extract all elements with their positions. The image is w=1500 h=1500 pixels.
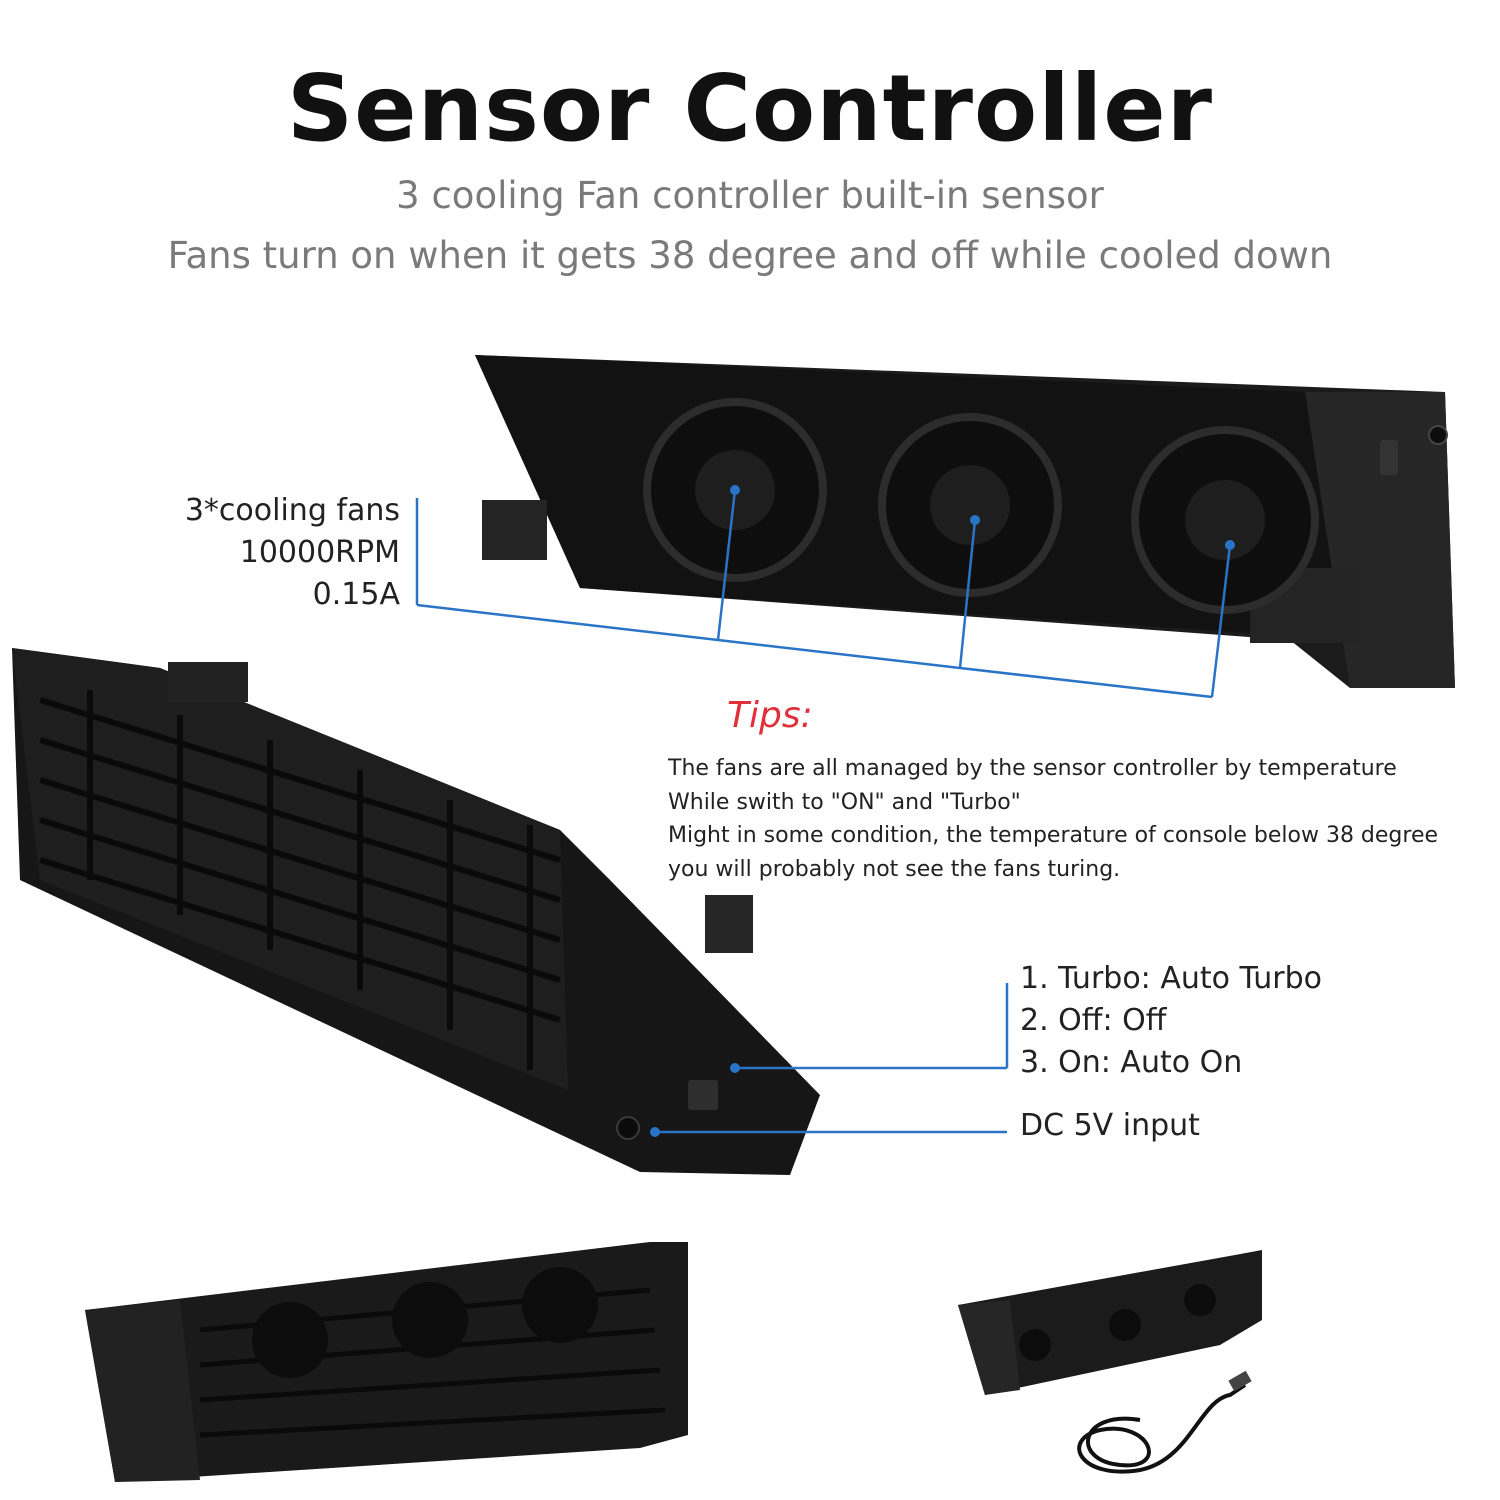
fan-unit-with-cable xyxy=(958,1250,1262,1474)
mode-on: 3. On: Auto On xyxy=(1020,1045,1243,1080)
fan-unit-front-view xyxy=(12,648,820,1175)
fan-3-icon xyxy=(1131,426,1319,614)
tips-heading: Tips: xyxy=(727,695,813,736)
usb-cable-icon xyxy=(1077,1383,1247,1474)
tips-line-1: The fans are all managed by the sensor c… xyxy=(668,756,1397,781)
power-input-callout: DC 5V input xyxy=(1020,1108,1200,1143)
fans-callout-line-1: 3*cooling fans xyxy=(184,493,400,528)
subtitle-2: Fans turn on when it gets 38 degree and … xyxy=(167,234,1333,277)
mode-turbo: 1. Turbo: Auto Turbo xyxy=(1020,961,1323,996)
tips-line-2: While swith to "ON" and "Turbo" xyxy=(668,789,1021,815)
subtitle-1: 3 cooling Fan controller built-in sensor xyxy=(396,174,1104,217)
switch-modes-callout: 1. Turbo: Auto Turbo 2. Off: Off 3. On: … xyxy=(1020,958,1322,1084)
fans-callout-line-3: 0.15A xyxy=(312,577,400,612)
page-title: Sensor Controller xyxy=(286,55,1214,162)
fan-2-icon xyxy=(878,413,1062,597)
mode-off: 2. Off: Off xyxy=(1020,1003,1167,1038)
tips-body: The fans are all managed by the sensor c… xyxy=(668,752,1438,886)
fan-unit-top-view xyxy=(475,355,1455,688)
callout-lines xyxy=(415,489,1232,1134)
tips-line-4: you will probably not see the fans turin… xyxy=(668,856,1121,882)
fan-unit-rear-view xyxy=(85,1242,688,1482)
fans-callout: 3*cooling fans 10000RPM 0.15A xyxy=(185,490,400,616)
fans-callout-line-2: 10000RPM xyxy=(239,535,400,570)
tips-line-3: Might in some condition, the temperature… xyxy=(668,823,1439,848)
